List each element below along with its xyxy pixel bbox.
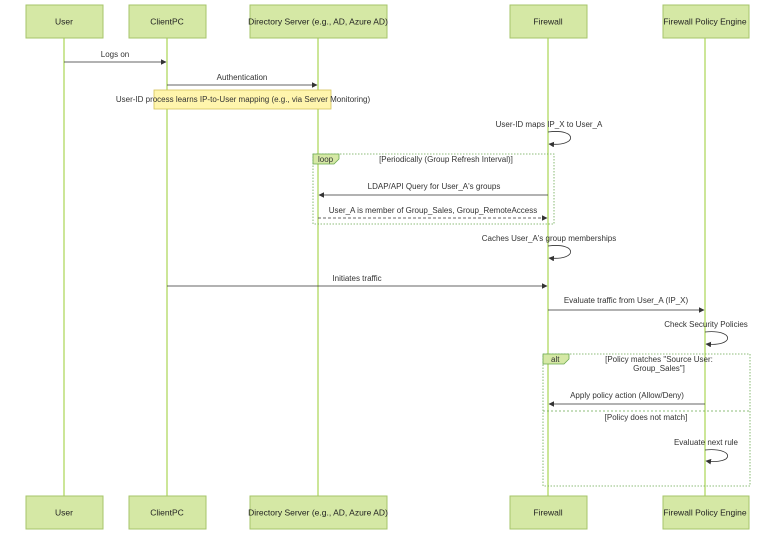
actor-policyengine-bottom: Firewall Policy Engine [662,495,750,530]
message-initiates-traffic: Initiates traffic [167,274,548,289]
alt-frame: alt [Policy matches "Source User: Group_… [542,353,751,487]
actor-firewall-top: Firewall [509,4,588,39]
actor-policyengine-top: Firewall Policy Engine [662,4,750,39]
message-self-arrow [704,331,728,348]
message-label: Evaluate next rule [674,438,739,447]
actor-clientpc-bottom: ClientPC [128,495,207,530]
actor-clientpc-top: ClientPC [128,4,207,39]
message-userid-maps: User-ID maps IP_X to User_A [496,120,603,148]
message-label: Initiates traffic [332,274,381,283]
actor-label: User [55,16,73,26]
message-group-membership-reply: User_A is member of Group_Sales, Group_R… [318,206,548,221]
message-label: Authentication [217,73,268,82]
actor-label: Firewall [533,507,562,517]
alt-condition-line1: [Policy matches "Source User: [605,355,713,364]
message-label: Caches User_A's group memberships [482,234,616,243]
actor-label: Firewall Policy Engine [663,507,746,517]
alt-else-condition: [Policy does not match] [605,413,688,422]
loop-frame: loop [Periodically (Group Refresh Interv… [312,153,555,225]
message-self-arrow [704,449,728,465]
message-evaluate-traffic: Evaluate traffic from User_A (IP_X) [548,296,705,313]
actor-user-bottom: User [25,495,104,530]
message-apply-policy-action: Apply policy action (Allow/Deny) [548,391,705,407]
actor-firewall-bottom: Firewall [509,495,588,530]
message-ldap-query: LDAP/API Query for User_A's groups [318,182,548,198]
note-text: User-ID process learns IP-to-User mappin… [116,95,371,104]
actor-label: ClientPC [150,16,184,26]
message-self-arrow [547,131,571,148]
actor-user-top: User [25,4,104,39]
actor-label: User [55,507,73,517]
note: User-ID process learns IP-to-User mappin… [116,89,371,110]
message-evaluate-next-rule: Evaluate next rule [674,438,739,465]
message-label: Logs on [101,50,129,59]
actor-dirserver-bottom: Directory Server (e.g., AD, Azure AD) [248,495,388,530]
loop-tag: loop [318,155,334,164]
message-label: Evaluate traffic from User_A (IP_X) [564,296,689,305]
actor-label: Directory Server (e.g., AD, Azure AD) [248,507,388,517]
message-authentication: Authentication [167,73,318,88]
message-self-arrow [547,245,571,262]
message-label: Apply policy action (Allow/Deny) [570,391,684,400]
message-label: User-ID maps IP_X to User_A [496,120,603,129]
actor-label: Firewall [533,16,562,26]
alt-condition-line2: Group_Sales"] [633,364,685,373]
actor-label: ClientPC [150,507,184,517]
actor-label: Directory Server (e.g., AD, Azure AD) [248,16,388,26]
message-label: Check Security Policies [664,320,748,329]
actor-dirserver-top: Directory Server (e.g., AD, Azure AD) [248,4,388,39]
alt-tag: alt [551,355,560,364]
loop-condition: [Periodically (Group Refresh Interval)] [379,155,513,164]
actor-label: Firewall Policy Engine [663,16,746,26]
message-caches-groups: Caches User_A's group memberships [482,234,616,262]
message-label: User_A is member of Group_Sales, Group_R… [329,206,538,215]
message-check-policies: Check Security Policies [664,320,748,348]
message-label: LDAP/API Query for User_A's groups [368,182,501,191]
message-logs-on: Logs on [64,50,167,65]
